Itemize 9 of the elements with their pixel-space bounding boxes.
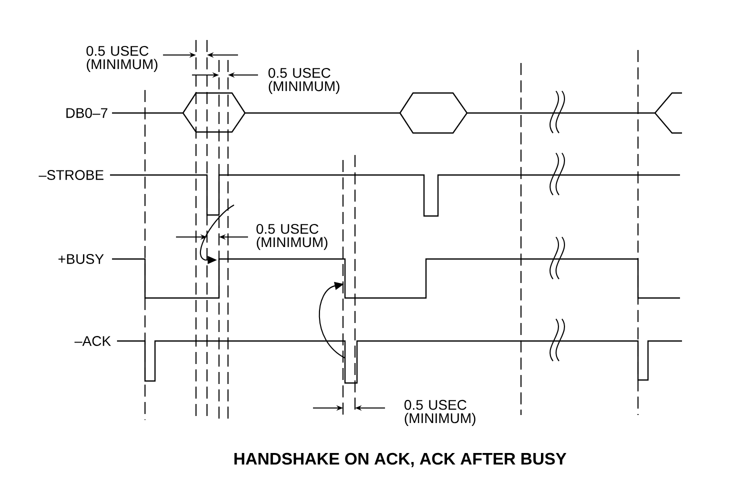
caption: HANDSHAKE ON ACK, ACK AFTER BUSY — [234, 452, 566, 468]
signal-name: DB0–7 — [64, 106, 110, 120]
dimension-label: 0.5 USEC (MINIMUM) — [86, 46, 158, 72]
signal-name: –STROBE — [37, 168, 106, 182]
signal-name: –ACK — [73, 334, 112, 348]
signal-name: +BUSY — [56, 252, 106, 266]
dimension-label: 0.5 USEC (MINIMUM) — [256, 224, 328, 250]
dimension-label: 0.5 USEC (MINIMUM) — [268, 68, 340, 94]
dimension-label: 0.5 USEC (MINIMUM) — [404, 400, 476, 426]
